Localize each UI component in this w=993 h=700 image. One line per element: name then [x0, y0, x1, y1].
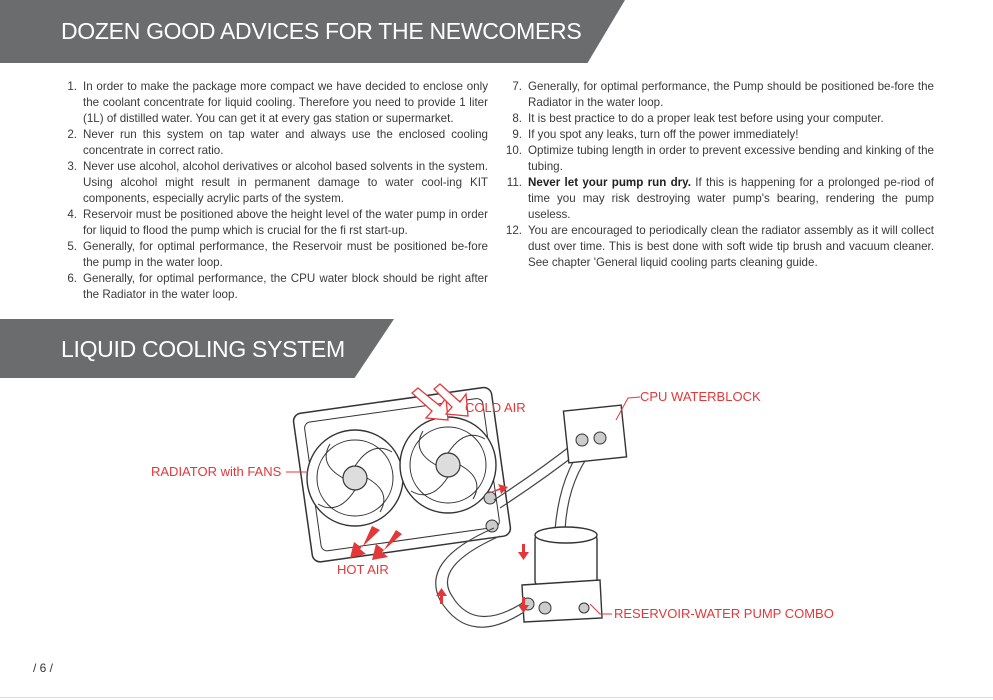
list-item: 12.You are encouraged to periodically cl… — [505, 224, 934, 269]
list-item: 10.Optimize tubing length in order to pr… — [505, 144, 934, 173]
list-item: 5.Generally, for optimal performance, th… — [67, 240, 488, 269]
section-banner-cooling: LIQUID COOLING SYSTEM — [0, 319, 394, 378]
fan-left — [306, 429, 404, 527]
advice-list-right: 7.Generally, for optimal performance, th… — [500, 79, 934, 271]
fan-right — [399, 416, 497, 514]
warning-emphasis: Never let your pump run dry. — [528, 176, 691, 189]
label-cpu-waterblock: CPU WATERBLOCK — [640, 389, 761, 404]
label-hot-air: HOT AIR — [337, 562, 389, 577]
leader-lines — [286, 396, 641, 615]
label-reservoir: RESERVOIR-WATER PUMP COMBO — [614, 606, 834, 621]
list-item: 1.In order to make the package more comp… — [67, 80, 488, 125]
section-banner-advices: DOZEN GOOD ADVICES FOR THE NEWCOMERS — [0, 0, 625, 63]
page-number: / 6 / — [33, 661, 54, 675]
list-item: 4.Reservoir must be positioned above the… — [67, 208, 488, 237]
hot-air-arrows — [350, 526, 402, 560]
cpu-waterblock-illustration — [562, 404, 628, 464]
cold-air-arrows — [411, 383, 469, 421]
section-title-cooling: LIQUID COOLING SYSTEM — [61, 336, 345, 362]
advice-list-left: 1.In order to make the package more comp… — [55, 79, 488, 303]
bottom-rule — [0, 697, 993, 698]
list-item: 8.It is best practice to do a proper lea… — [512, 112, 884, 125]
list-item: 2.Never run this system on tap water and… — [67, 128, 488, 157]
reservoir-pump-illustration — [521, 526, 603, 623]
list-item: 11.Never let your pump run dry. If this … — [506, 176, 934, 221]
section-title-advices: DOZEN GOOD ADVICES FOR THE NEWCOMERS — [61, 18, 582, 44]
list-item: 6.Generally, for optimal performance, th… — [67, 272, 488, 301]
list-item: 7.Generally, for optimal performance, th… — [512, 80, 934, 109]
label-radiator: RADIATOR with FANS — [151, 464, 282, 479]
flow-arrows — [436, 484, 529, 613]
list-item: 9.If you spot any leaks, turn off the po… — [512, 128, 799, 141]
radiator-illustration — [292, 386, 512, 563]
label-cold-air: COLD AIR — [465, 400, 526, 415]
list-item: 3.Never use alcohol, alcohol derivatives… — [67, 160, 488, 205]
